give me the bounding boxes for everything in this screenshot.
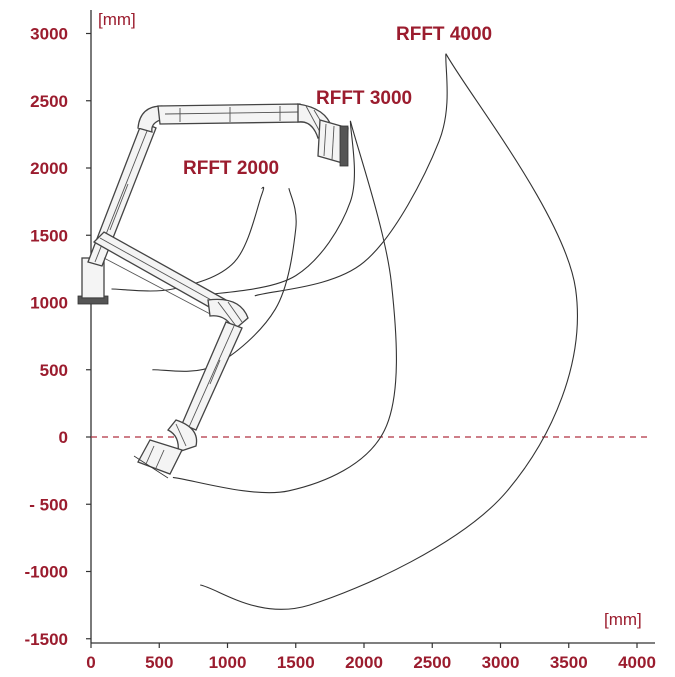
x-tick-label: 500: [145, 653, 173, 672]
curve-label-rfft-4000: RFFT 4000: [396, 24, 492, 45]
x-tick-label: 4000: [618, 653, 656, 672]
y-tick-label: -1500: [25, 630, 68, 649]
x-tick-label: 2500: [413, 653, 451, 672]
curve-label-rfft-2000: RFFT 2000: [183, 158, 279, 179]
y-tick-label: 500: [40, 361, 68, 380]
x-unit-label: [mm]: [604, 610, 642, 629]
reach-curve-1-inner-arc: [200, 120, 355, 297]
y-tick-label: 2000: [30, 159, 68, 178]
x-tick-label: 0: [86, 653, 95, 672]
reach-curve-2-inner-arc: [254, 53, 448, 297]
y-tick-label: 3000: [30, 25, 68, 44]
y-tick-label: 2500: [30, 92, 68, 111]
reach-curve-0-outer-arc: [152, 188, 297, 372]
extraction-arm-illustration: [77, 103, 349, 479]
x-tick-label: 3000: [482, 653, 520, 672]
curve-label-rfft-3000: RFFT 3000: [316, 88, 412, 109]
reach-curve-2-outer-arc: [200, 53, 578, 610]
y-axis-ticks: 3000 2500 2000 1500 1000 500 0 - 500 -1000 -1500: [25, 25, 91, 649]
reach-curves: [111, 53, 578, 610]
y-tick-label: 1000: [30, 294, 68, 313]
reach-curve-1-outer-arc: [172, 120, 397, 494]
y-tick-label: -1000: [25, 563, 68, 582]
x-axis-ticks: 0 500 1000 1500 2000 2500 3000 3500 4000: [86, 643, 656, 672]
x-tick-label: 1000: [209, 653, 247, 672]
reach-curve-0-inner-arc: [111, 186, 265, 292]
y-unit-label: [mm]: [98, 10, 136, 29]
x-tick-label: 1500: [277, 653, 315, 672]
y-tick-label: 0: [59, 428, 68, 447]
y-tick-label: 1500: [30, 226, 68, 245]
x-tick-label: 3500: [550, 653, 588, 672]
x-tick-label: 2000: [345, 653, 383, 672]
y-tick-label: - 500: [29, 495, 68, 514]
